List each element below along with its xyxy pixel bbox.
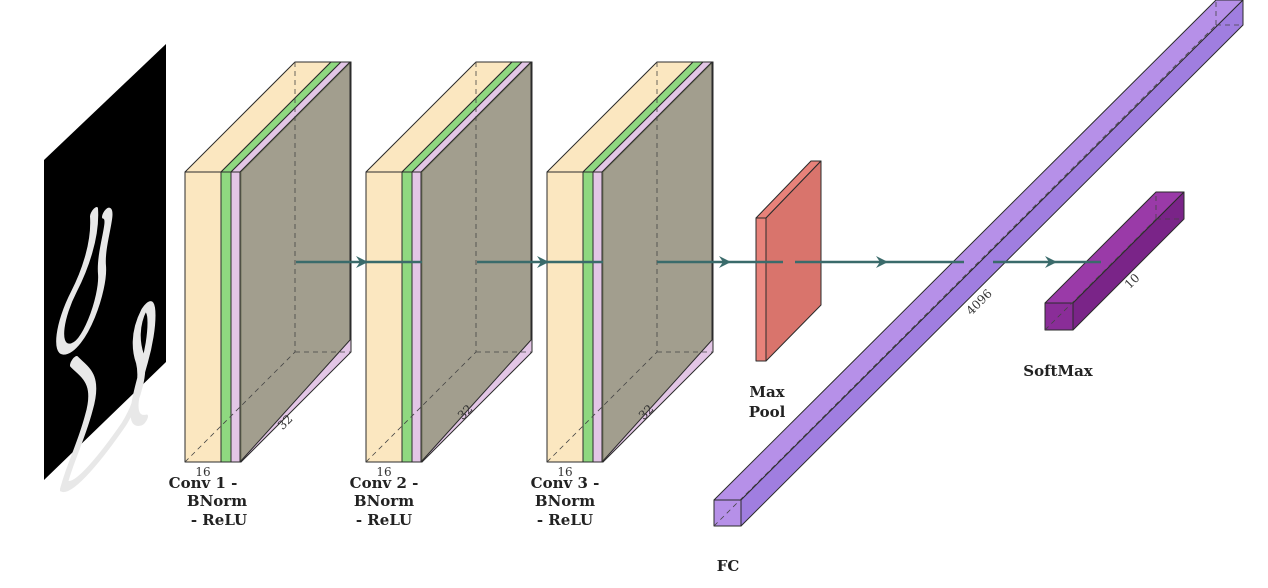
maxpool-layer <box>755 160 822 362</box>
softmax-layer <box>1044 191 1185 331</box>
fc-layer <box>713 0 1244 527</box>
pool-label-line-1: Max <box>749 383 785 401</box>
block-2-depth-label: 16 <box>376 465 391 479</box>
fc-label: FC <box>717 557 740 575</box>
block-1-label-line-2: BNorm <box>187 492 247 510</box>
block-2-label-line-3: - ReLU <box>356 511 412 529</box>
block-3-depth-label: 16 <box>557 465 572 479</box>
block-2-label: Conv 2 - BNorm - ReLU 16 32 <box>350 402 476 529</box>
block-1-label-line-3: - ReLU <box>191 511 247 529</box>
block-3-label-line-1: Conv 3 - <box>531 474 600 492</box>
block-2-label-line-1: Conv 2 - <box>350 474 419 492</box>
bnorm-slab-front <box>582 171 594 463</box>
block-3-label-line-2: BNorm <box>535 492 595 510</box>
bnorm-slab-front <box>220 171 232 463</box>
block-1-label-line-1: Conv 1 - <box>169 474 238 492</box>
block-2-label-line-2: BNorm <box>354 492 414 510</box>
conv-slab-front <box>365 171 403 463</box>
conv-slab-front <box>546 171 584 463</box>
hidden-edge-depth <box>365 351 477 463</box>
pool-label: Max Pool <box>749 383 786 421</box>
block-3-label-line-3: - ReLU <box>537 511 593 529</box>
conv-block-1 <box>184 61 352 463</box>
hidden-edge-depth <box>546 351 658 463</box>
input-image <box>44 44 166 492</box>
conv-slab-front <box>184 171 222 463</box>
handwritten-digit-icon <box>56 206 156 492</box>
hidden-edge-depth <box>184 351 296 463</box>
block-1-depth-label: 16 <box>195 465 210 479</box>
pool-label-line-2: Pool <box>749 403 786 421</box>
block-3-label: Conv 3 - BNorm - ReLU 16 32 <box>531 402 657 529</box>
softmax-label: SoftMax <box>1023 362 1094 380</box>
bnorm-slab-front <box>401 171 413 463</box>
